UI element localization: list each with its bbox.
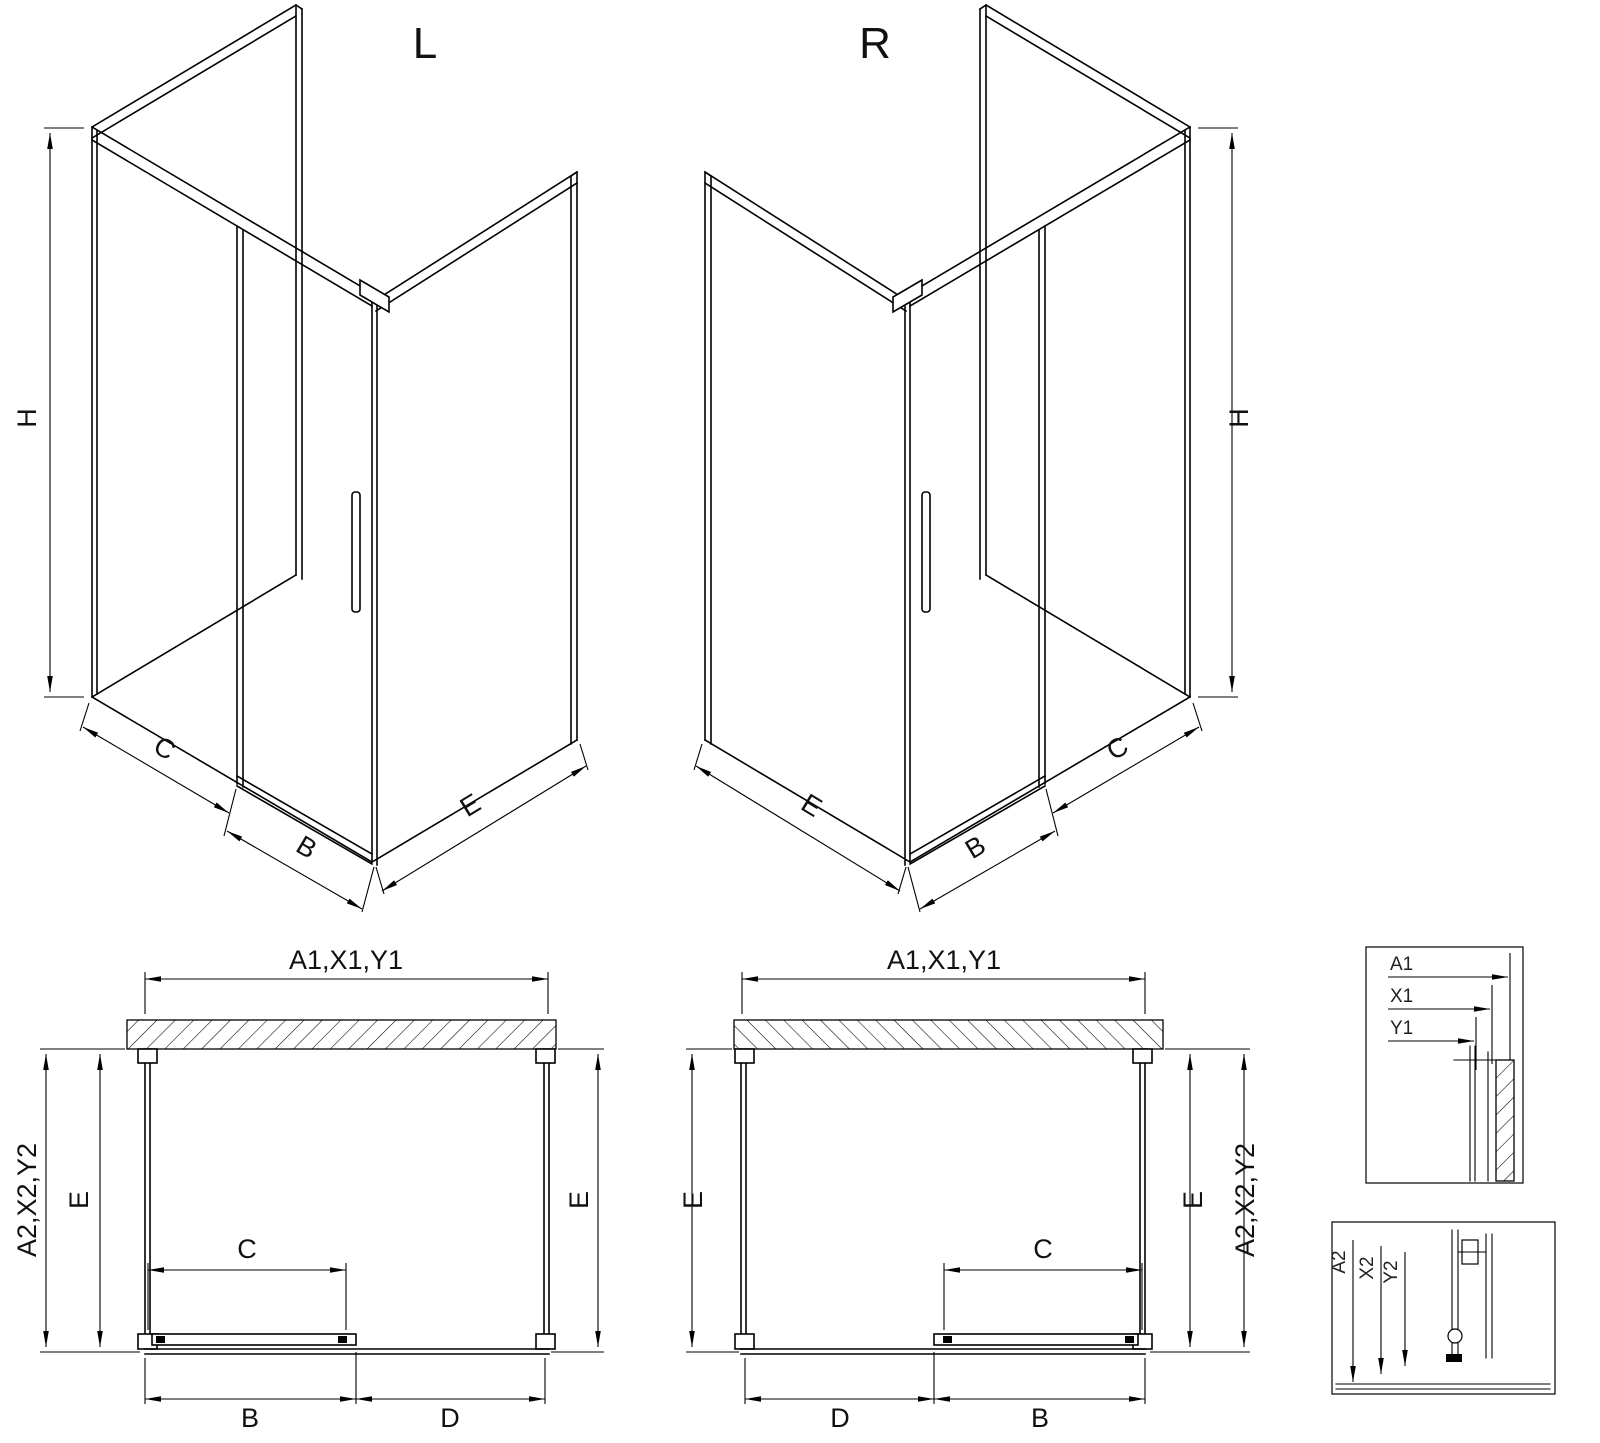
iso-view-right: R H C B E bbox=[694, 5, 1254, 912]
dim-label-h-right: H bbox=[1224, 408, 1254, 428]
detail-top-wall-section bbox=[1495, 1059, 1515, 1182]
dim-label-a1x1y1-left: A1,X1,Y1 bbox=[289, 945, 403, 975]
plan-geometry-right bbox=[686, 972, 1250, 1404]
detail-label-x1: X1 bbox=[1390, 986, 1413, 1007]
dim-label-a2x2y2-right: A2,X2,Y2 bbox=[1230, 1143, 1260, 1257]
dim-label-b-plan-right: B bbox=[1031, 1403, 1049, 1433]
dim-label-c-plan-left: C bbox=[237, 1234, 257, 1264]
detail-label-x2: X2 bbox=[1357, 1256, 1378, 1279]
dim-label-e-left: E bbox=[455, 788, 486, 823]
view-title-left: L bbox=[413, 19, 437, 68]
view-title-right: R bbox=[859, 19, 891, 68]
plan-view-right: A1,X1,Y1 A2,X2,Y2 E E C B D bbox=[678, 945, 1260, 1433]
dim-label-a2x2y2-left: A2,X2,Y2 bbox=[12, 1143, 42, 1257]
iso-geometry-left bbox=[44, 5, 588, 912]
dim-label-h-left: H bbox=[12, 408, 42, 428]
dim-label-e-inner-left: E bbox=[64, 1191, 94, 1209]
dim-label-e-outer-right: E bbox=[678, 1191, 708, 1209]
iso-view-left: L H C B E bbox=[12, 5, 588, 912]
detail-label-a1: A1 bbox=[1390, 954, 1413, 975]
detail-bottom-frame bbox=[1331, 1221, 1556, 1395]
iso-geometry-right bbox=[694, 5, 1238, 912]
dim-label-e-outer-left: E bbox=[564, 1191, 594, 1209]
detail-bottom-roller bbox=[1447, 1328, 1463, 1344]
detail-view-bottom: A2 X2 Y2 bbox=[1329, 1221, 1556, 1395]
dim-label-c-right: C bbox=[1101, 730, 1133, 766]
detail-label-a2: A2 bbox=[1329, 1250, 1350, 1273]
detail-view-top: A1 X1 Y1 bbox=[1365, 946, 1524, 1184]
dim-label-c-plan-right: C bbox=[1033, 1234, 1053, 1264]
dim-label-d-plan-right: D bbox=[830, 1403, 850, 1433]
dim-label-e-inner-right: E bbox=[1178, 1191, 1208, 1209]
dim-label-e-right: E bbox=[796, 788, 827, 823]
dim-label-b-right: B bbox=[960, 830, 991, 865]
plan-view-left: A1,X1,Y1 A2,X2,Y2 E E C B D bbox=[12, 945, 604, 1433]
dim-label-d-plan-left: D bbox=[440, 1403, 460, 1433]
plan-geometry-left bbox=[40, 972, 604, 1404]
dim-label-c-left: C bbox=[149, 730, 181, 766]
dim-label-b-left: B bbox=[291, 830, 322, 865]
dim-label-a1x1y1-right: A1,X1,Y1 bbox=[887, 945, 1001, 975]
detail-label-y1: Y1 bbox=[1390, 1018, 1413, 1039]
dim-label-b-plan-left: B bbox=[241, 1403, 259, 1433]
detail-label-y2: Y2 bbox=[1381, 1260, 1402, 1283]
